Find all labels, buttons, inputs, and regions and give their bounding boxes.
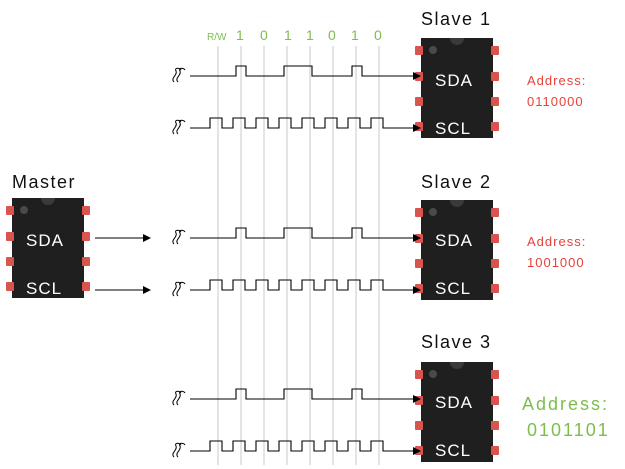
double-s-break-icon — [172, 390, 186, 406]
chip-pin — [415, 284, 423, 293]
pin-one-dot — [429, 208, 437, 216]
sda-waveform — [190, 65, 421, 80]
slave-2-sda-label: SDA — [435, 231, 473, 250]
chip-pin — [415, 208, 423, 217]
slave-1-scl-label: SCL — [435, 119, 471, 138]
slave-3-address-label: Address: — [522, 394, 609, 414]
chip-body — [12, 198, 84, 298]
master-sda-label: SDA — [26, 231, 64, 250]
chip-pin — [82, 257, 90, 266]
double-s-break-icon — [172, 67, 186, 83]
timing-guides — [217, 46, 380, 465]
pin-one-dot — [20, 206, 28, 214]
sda-waveform — [190, 227, 421, 242]
scl-waveform — [190, 117, 421, 132]
slave-3-sda-label: SDA — [435, 393, 473, 412]
bit-value: 1 — [351, 27, 359, 43]
chip-pin — [82, 206, 90, 215]
chip-pin — [6, 232, 14, 241]
chip-pin — [491, 370, 499, 379]
chip-pin — [415, 259, 423, 268]
chip-body — [421, 200, 493, 300]
sda-waveform — [190, 388, 421, 403]
pin-one-dot — [429, 370, 437, 378]
double-s-break-icon — [172, 281, 186, 297]
double-s-break-icon — [172, 229, 186, 245]
slave-2: Slave 2 SDA SCL Address: 1001000 — [415, 172, 586, 300]
chip-pin — [491, 421, 499, 430]
chip-pin — [491, 446, 499, 455]
slave-3-title: Slave 3 — [421, 332, 492, 352]
chip-pin — [491, 234, 499, 243]
master-scl-label: SCL — [26, 279, 62, 298]
chip-pin — [82, 232, 90, 241]
chip-pin — [491, 97, 499, 106]
chip-pin — [491, 284, 499, 293]
waveforms — [172, 65, 421, 458]
chip-pin — [415, 46, 423, 55]
chip-notch — [450, 362, 464, 369]
slave-1-sda-label: SDA — [435, 71, 473, 90]
slave-1-address-value: 0110000 — [527, 94, 584, 109]
pin-one-dot — [429, 46, 437, 54]
bit-value: 1 — [284, 27, 292, 43]
slave-3-scl-label: SCL — [435, 441, 471, 460]
slave-2-scl-label: SCL — [435, 279, 471, 298]
chip-pin — [491, 208, 499, 217]
chip-pin — [491, 259, 499, 268]
slave-3: Slave 3 SDA SCL Address: 0101101 — [415, 332, 610, 462]
master-chip — [6, 198, 90, 298]
slave-1-address-label: Address: — [527, 73, 586, 88]
chip-pin — [6, 257, 14, 266]
master-title: Master — [12, 172, 76, 192]
chip-notch — [41, 198, 55, 205]
chip-pin — [415, 396, 423, 405]
chip-pin — [491, 122, 499, 131]
bit-value: 0 — [328, 27, 336, 43]
slave-2-address-label: Address: — [527, 234, 586, 249]
slave-1-chip — [415, 38, 499, 138]
scl-waveform — [190, 440, 421, 455]
chip-body — [421, 38, 493, 138]
chip-notch — [450, 38, 464, 45]
chip-pin — [82, 282, 90, 291]
slave-2-title: Slave 2 — [421, 172, 492, 192]
chip-pin — [6, 282, 14, 291]
chip-pin — [491, 72, 499, 81]
rw-label: R/W — [207, 32, 227, 43]
scl-waveform — [190, 279, 421, 294]
chip-pin — [6, 206, 14, 215]
bit-value: 0 — [374, 27, 382, 43]
chip-pin — [415, 370, 423, 379]
chip-body — [421, 362, 493, 462]
bit-value: 1 — [306, 27, 314, 43]
slave-3-address-value: 0101101 — [527, 420, 610, 440]
slave-1-title: Slave 1 — [421, 9, 492, 29]
slave-2-address-value: 1001000 — [527, 255, 585, 270]
slave-devices: Slave 1 SDA SCL Address: 0110000 Slave 2… — [415, 9, 610, 462]
chip-notch — [450, 200, 464, 207]
bit-value: 0 — [260, 27, 268, 43]
double-s-break-icon — [172, 442, 186, 458]
chip-pin — [491, 46, 499, 55]
chip-pin — [415, 122, 423, 131]
bit-value: 1 — [236, 27, 244, 43]
double-s-break-icon — [172, 119, 186, 135]
chip-pin — [415, 97, 423, 106]
chip-pin — [491, 396, 499, 405]
master-device: Master SDA SCL — [6, 172, 151, 298]
slave-1: Slave 1 SDA SCL Address: 0110000 — [415, 9, 586, 138]
slave-3-chip — [415, 362, 499, 462]
chip-pin — [415, 421, 423, 430]
